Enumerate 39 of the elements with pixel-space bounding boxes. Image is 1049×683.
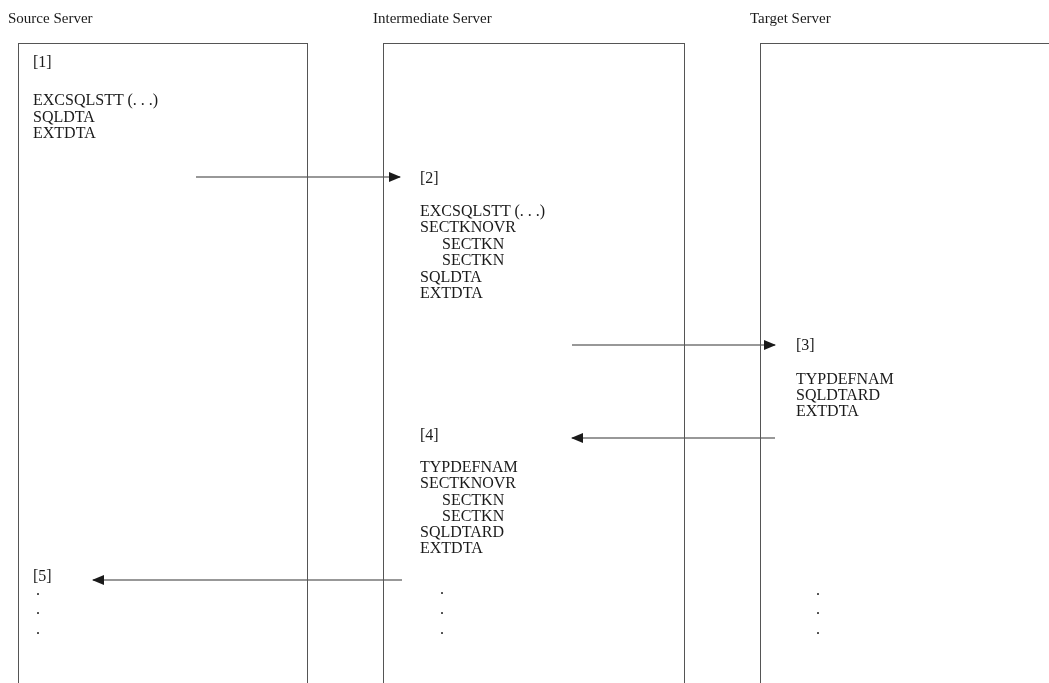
message-name: EXTDTA: [420, 539, 483, 556]
server-heading: Source Server: [8, 10, 93, 27]
continuation-dot: .: [816, 600, 820, 617]
step-number: [4]: [420, 426, 440, 443]
continuation-dot: .: [36, 581, 40, 598]
message-name: SECTKN: [442, 251, 506, 268]
server-heading: Target Server: [750, 10, 831, 27]
step-number: [1]: [33, 53, 53, 70]
message-name: SECTKN: [442, 235, 506, 252]
message-name: EXTDTA: [420, 284, 484, 301]
continuation-dot: .: [36, 620, 40, 637]
arrow: [195, 172, 401, 182]
message-name: SQLDTA: [33, 108, 96, 125]
message-name: EXCSQLSTT (. . .): [420, 202, 547, 219]
continuation-dot: .: [440, 620, 444, 637]
arrow: [571, 433, 776, 443]
message-name: SQLDTA: [420, 268, 483, 285]
step-number: [2]: [420, 169, 440, 186]
continuation-dot: .: [440, 600, 444, 617]
continuation-dot: .: [816, 581, 820, 598]
arrow: [571, 340, 776, 350]
message-name: SECTKN: [442, 491, 506, 508]
message-name: SECTKN: [442, 507, 506, 524]
step-number: [5]: [33, 567, 53, 584]
message-name: SECTKNOVR: [420, 474, 517, 491]
arrow: [92, 575, 403, 585]
message-name: TYPDEFNAM: [796, 370, 895, 387]
message-name: TYPDEFNAM: [420, 458, 519, 475]
server-heading: Intermediate Server: [373, 10, 492, 27]
continuation-dot: .: [36, 600, 40, 617]
step-number: [3]: [796, 336, 816, 353]
message-name: SQLDTARD: [420, 523, 506, 540]
message-name: SECTKNOVR: [420, 218, 516, 235]
message-name: EXTDTA: [33, 124, 97, 141]
continuation-dot: .: [816, 620, 820, 637]
message-name: EXCSQLSTT (. . .): [33, 91, 160, 108]
continuation-dot: .: [440, 580, 444, 597]
message-name: EXTDTA: [796, 402, 859, 419]
message-name: SQLDTARD: [796, 386, 882, 403]
